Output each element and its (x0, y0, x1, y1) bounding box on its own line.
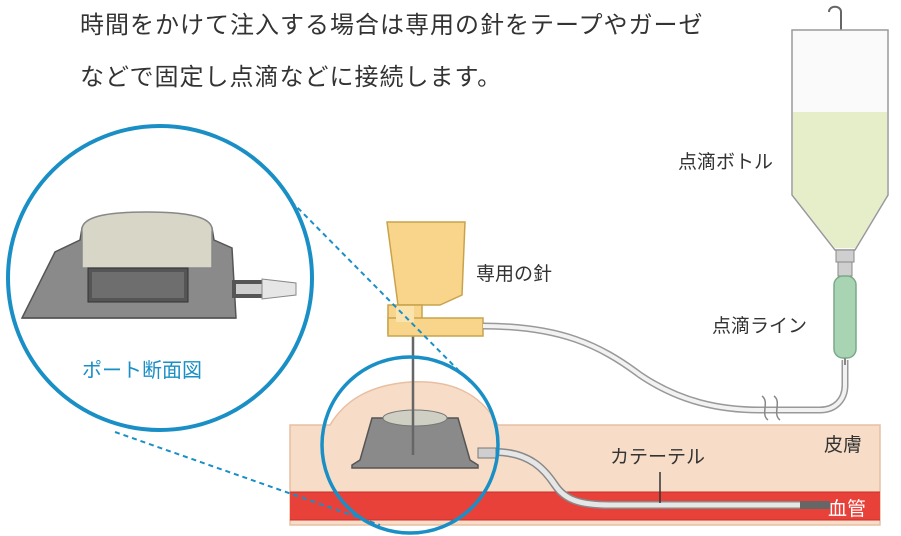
label-port-cross-section: ポート断面図 (82, 358, 202, 382)
label-drip-line: 点滴ライン (712, 315, 808, 337)
label-blood-vessel: 血管 (828, 498, 867, 520)
label-skin: 皮膚 (824, 434, 863, 456)
port-cross-section (20, 211, 297, 319)
drip-line-tube (482, 322, 849, 414)
label-catheter: カテーテル (610, 446, 706, 468)
drip-bottle (791, 5, 889, 263)
label-special-needle: 専用の針 (476, 263, 553, 285)
label-drip-bottle: 点滴ボトル (678, 151, 774, 173)
drip-chamber (833, 261, 857, 365)
magnifier-line-bottom (114, 431, 381, 526)
magnifier-small-circle (320, 355, 500, 535)
caption-line-1: 時間をかけて注入する場合は専用の針をテープやガーゼ (80, 11, 704, 39)
needle-hub (386, 221, 484, 337)
caption-line-2: などで固定し点滴などに接続します。 (80, 63, 503, 91)
implanted-port (351, 409, 497, 469)
magnifier-line-top (284, 194, 471, 383)
